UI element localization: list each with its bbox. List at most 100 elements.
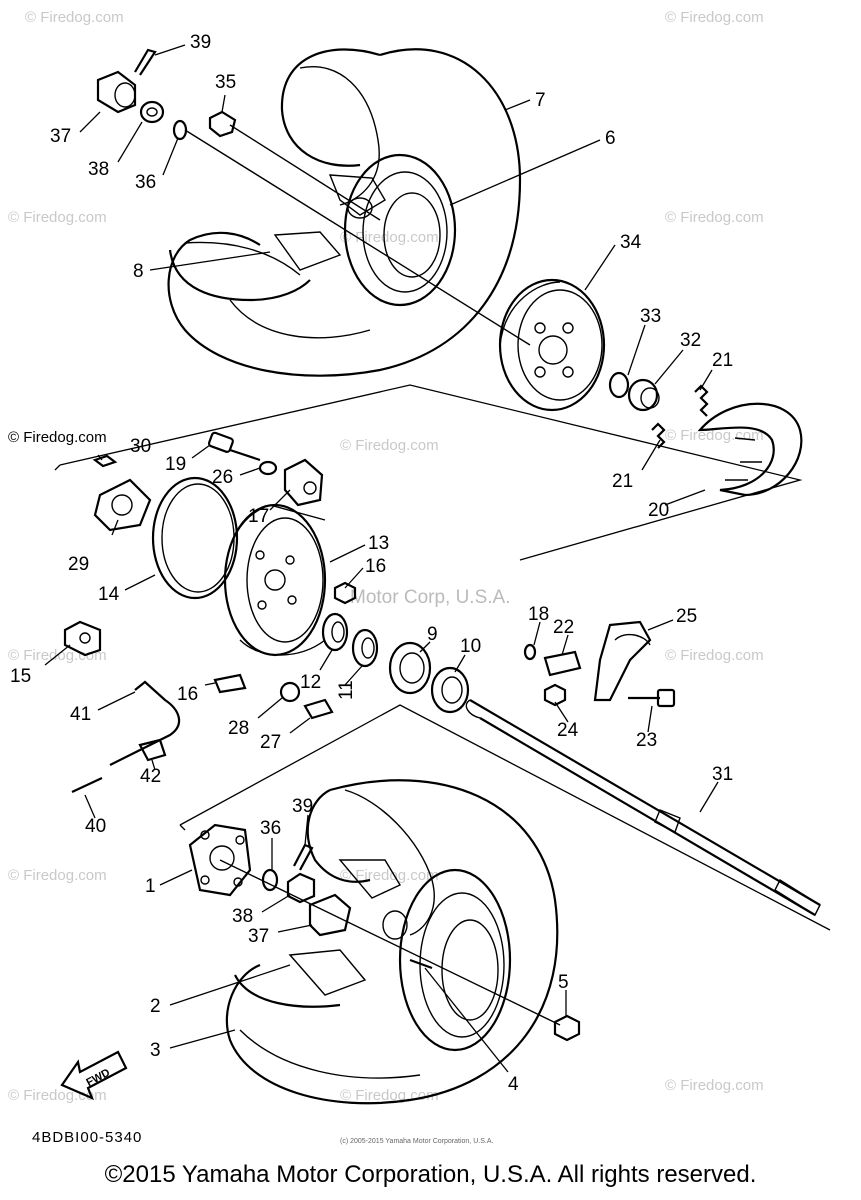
callout: 30 xyxy=(130,436,151,457)
callout: 7 xyxy=(535,90,546,111)
castle-nut xyxy=(139,100,165,124)
callout: 10 xyxy=(460,636,481,657)
bearing-12 xyxy=(321,612,349,652)
callout: 41 xyxy=(70,704,91,725)
nut xyxy=(208,110,237,138)
callout: 39 xyxy=(190,32,211,53)
callout: 33 xyxy=(640,306,661,327)
watermark: © Firedog.com xyxy=(8,209,107,226)
washer xyxy=(258,460,278,476)
watermark: © Firedog.com xyxy=(665,209,764,226)
castle-nut xyxy=(286,872,316,904)
bearing-9 xyxy=(388,641,432,695)
callout: 4 xyxy=(508,1074,519,1095)
callout: 12 xyxy=(300,672,321,693)
rear-axle xyxy=(465,699,821,917)
spring xyxy=(694,384,709,417)
collar xyxy=(627,378,660,412)
callout: 24 xyxy=(557,720,579,741)
brake-cable xyxy=(71,680,181,793)
watermark-layer: © Firedog.com © Firedog.com © Firedog.co… xyxy=(8,9,764,1104)
leader-lines xyxy=(44,44,719,1073)
brake-disc xyxy=(223,503,327,657)
o-ring xyxy=(608,371,630,399)
callout: 38 xyxy=(88,159,109,180)
callout: 16 xyxy=(177,684,198,705)
brake-shoe xyxy=(697,402,803,497)
washer xyxy=(261,868,279,892)
lower-tire xyxy=(225,779,559,1105)
washer xyxy=(172,119,188,141)
callout: 3 xyxy=(150,1040,161,1061)
bearing-11 xyxy=(351,628,379,668)
group-bracket xyxy=(59,384,803,561)
bolt-15 xyxy=(63,620,102,657)
plate xyxy=(543,650,582,677)
callout: 37 xyxy=(50,126,71,147)
callout: 40 xyxy=(85,816,106,837)
group-bracket xyxy=(54,464,61,471)
callout: 21 xyxy=(712,350,733,371)
callout: 37 xyxy=(248,926,269,947)
callout: 21 xyxy=(612,471,633,492)
nut xyxy=(333,581,357,605)
watermark-dark: © Firedog.com xyxy=(8,429,107,446)
callout: 17 xyxy=(248,506,269,527)
callout: 34 xyxy=(620,232,642,253)
callout: 16 xyxy=(365,556,386,577)
group-bracket xyxy=(179,704,831,931)
callout: 18 xyxy=(528,604,549,625)
watermark: © Firedog.com xyxy=(340,229,439,246)
cotter-pin xyxy=(134,48,157,76)
watermark: © Firedog.com xyxy=(665,9,764,26)
bolt xyxy=(213,673,247,694)
callout: 23 xyxy=(636,730,657,751)
watermark: © Firedog.com xyxy=(665,427,764,444)
callout: 36 xyxy=(135,172,156,193)
callout: 8 xyxy=(133,261,144,282)
brake-caliper xyxy=(283,458,324,507)
callout: 42 xyxy=(140,766,161,787)
callout: 35 xyxy=(215,72,236,93)
oil-seal-10 xyxy=(430,666,470,714)
callout: 22 xyxy=(553,617,574,638)
watermark-motor: Motor Corp, U.S.A. xyxy=(350,587,511,608)
callout: 38 xyxy=(232,906,253,927)
callout: 29 xyxy=(68,554,89,575)
watermark: © Firedog.com xyxy=(8,1087,107,1104)
callout: 5 xyxy=(558,972,569,993)
callout: 36 xyxy=(260,818,281,839)
callout: 26 xyxy=(212,467,233,488)
axis-line xyxy=(184,129,531,346)
brake-drum xyxy=(498,278,606,412)
callout: 20 xyxy=(648,500,669,521)
axle-nut-cap xyxy=(96,70,137,114)
spring xyxy=(651,422,666,449)
upper-tire xyxy=(167,48,522,377)
watermark: © Firedog.com xyxy=(8,867,107,884)
diagram-code: 4BDBI00-5340 xyxy=(32,1129,142,1146)
axis-line xyxy=(219,859,561,1026)
bolt xyxy=(92,454,118,468)
callout: 32 xyxy=(680,330,701,351)
watermark: © Firedog.com xyxy=(340,437,439,454)
circlip xyxy=(523,643,537,661)
collar xyxy=(279,681,301,703)
watermark: © Firedog.com xyxy=(665,1077,764,1094)
wheel-nut xyxy=(553,1014,581,1042)
group-bracket xyxy=(179,824,186,831)
callout-numbers: 39 37 35 7 6 38 36 34 8 33 32 21 30 19 2… xyxy=(10,32,733,1095)
wheel-stud xyxy=(409,958,433,970)
hub-plate xyxy=(93,478,152,532)
bolt-23 xyxy=(628,688,676,708)
watermark: © Firedog.com xyxy=(665,647,764,664)
axle-nut-cap xyxy=(308,893,352,937)
callout: 6 xyxy=(605,128,616,149)
brake-cam-lever xyxy=(593,620,652,702)
callout: 15 xyxy=(10,666,31,687)
axis-line xyxy=(229,124,381,221)
watermark: © Firedog.com xyxy=(340,867,439,884)
tiny-notice: (c) 2005-2015 Yamaha Motor Corporation, … xyxy=(340,1138,493,1145)
callout: 27 xyxy=(260,732,281,753)
